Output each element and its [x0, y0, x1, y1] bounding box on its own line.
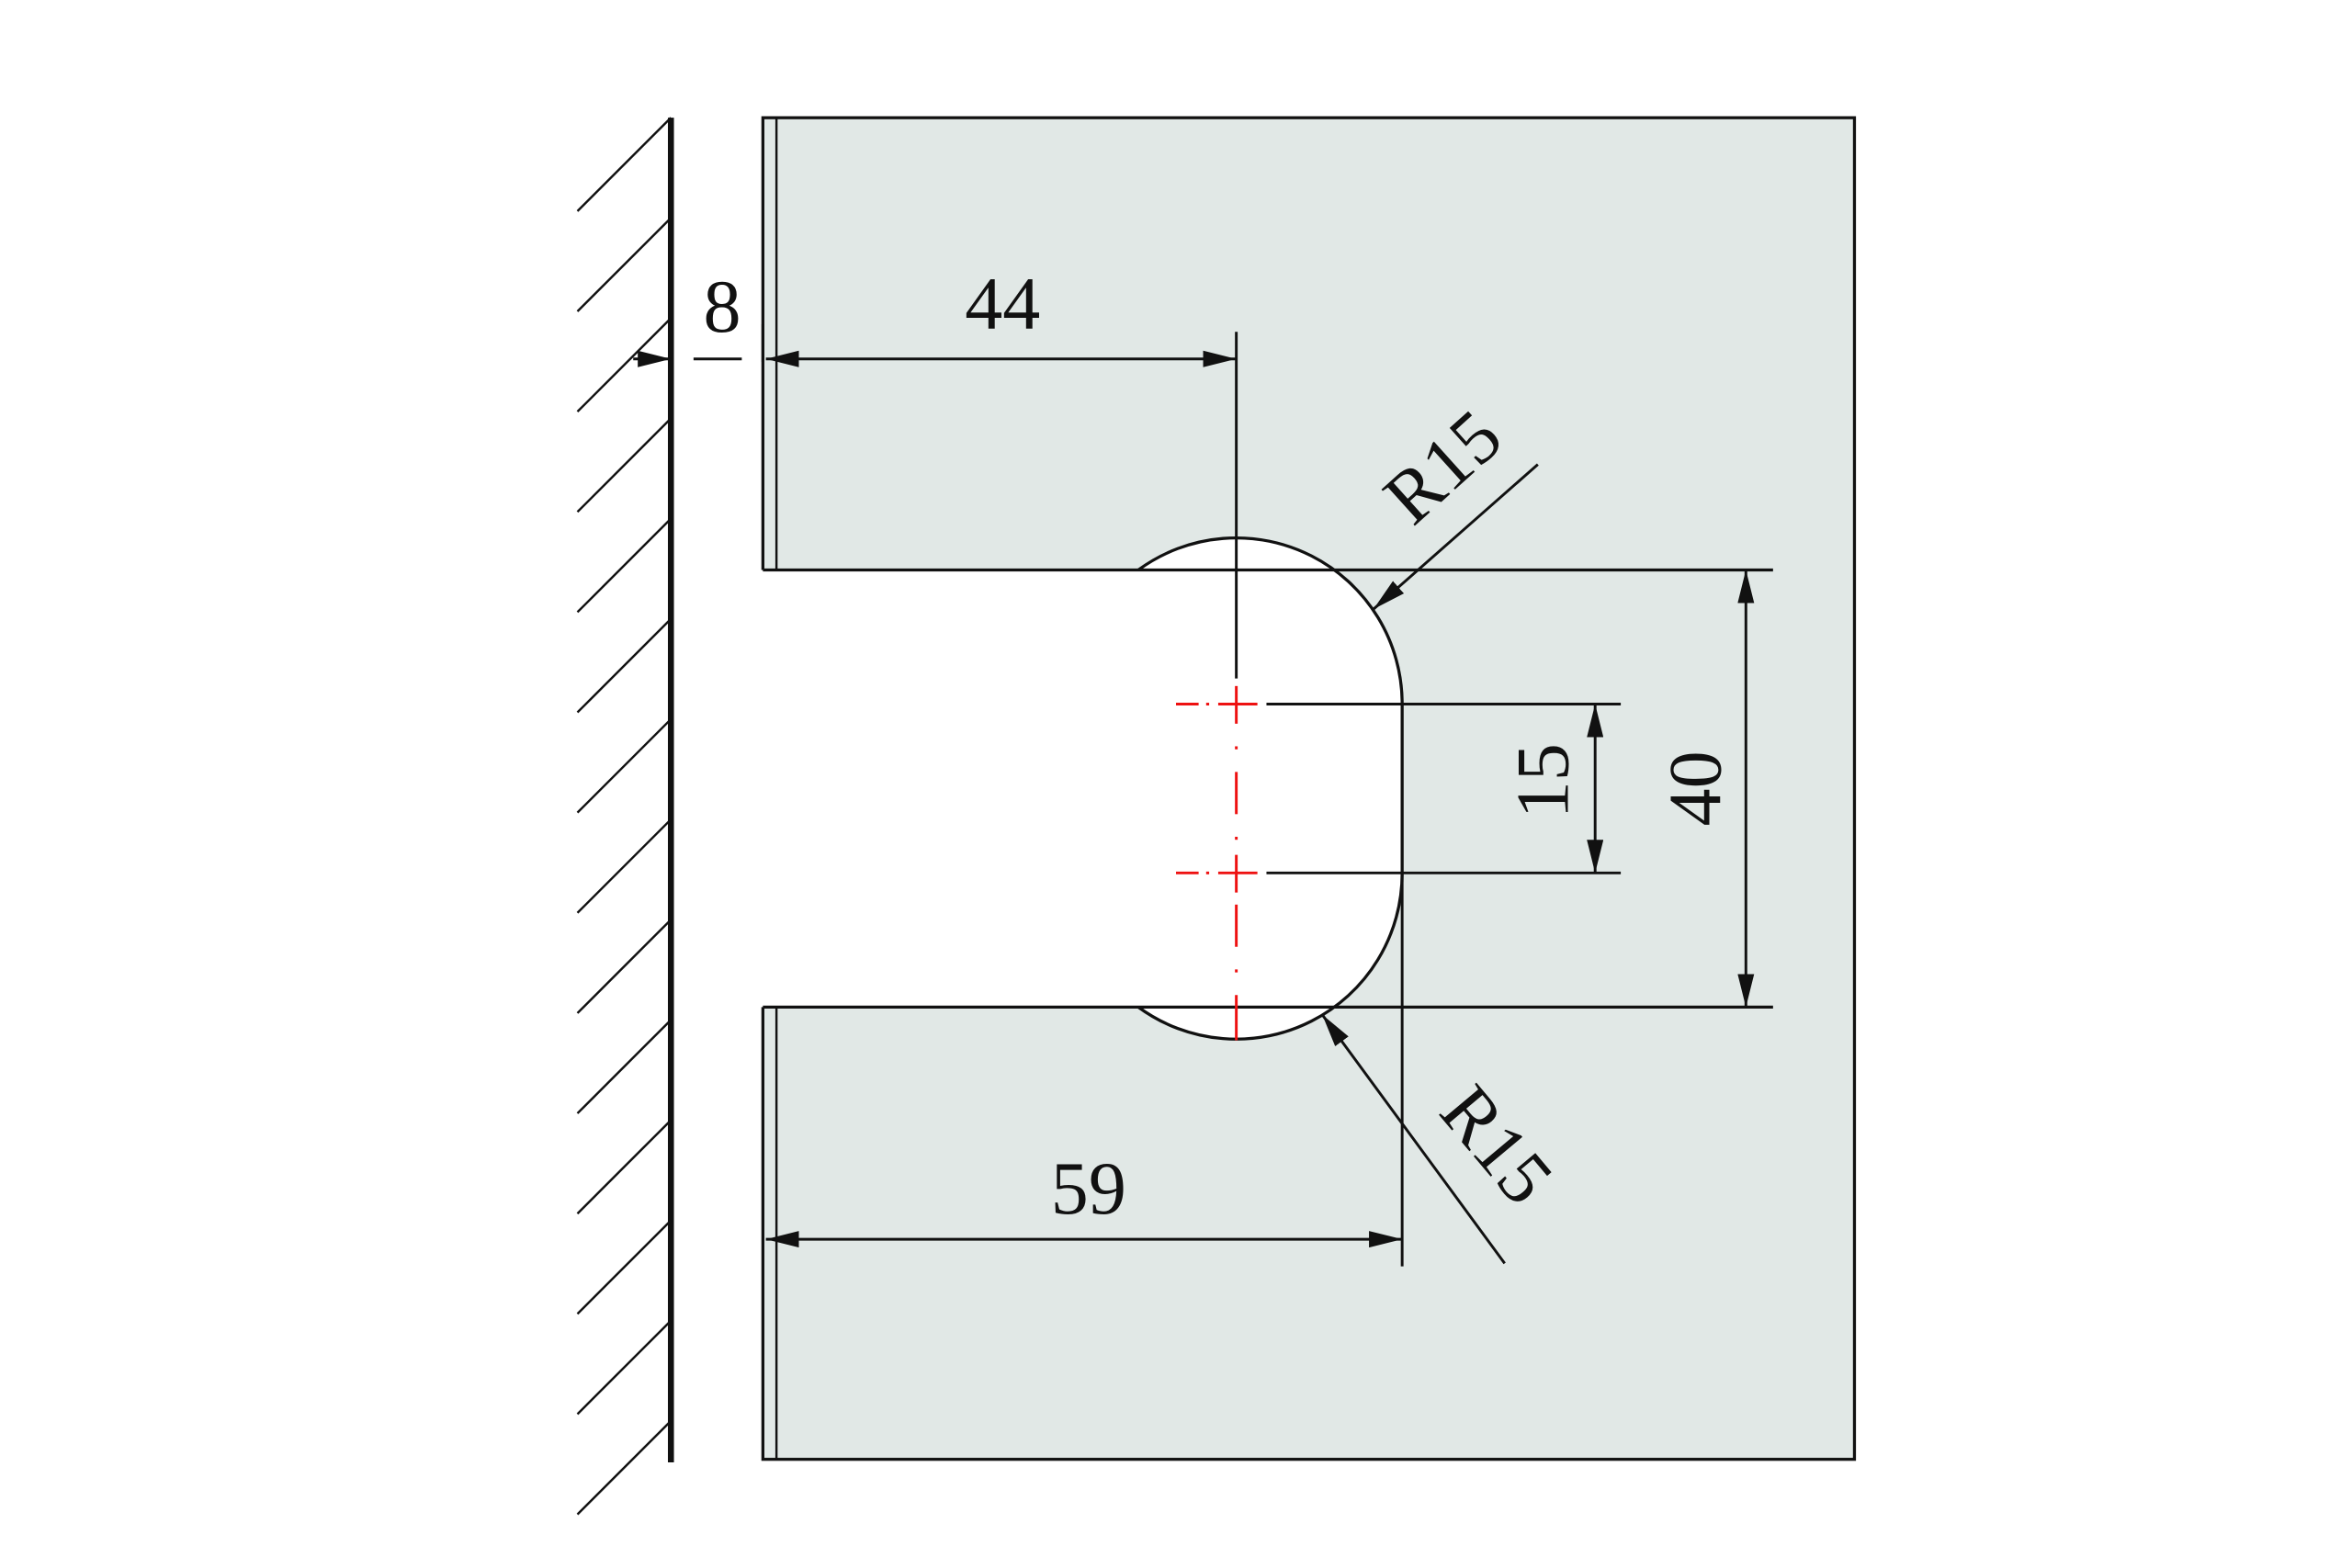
wall-hatch-line: [576, 919, 673, 1014]
wall-hatch-line: [576, 1219, 673, 1315]
wall-hatch-line: [576, 718, 673, 814]
dim-hole-spacing: 15: [1501, 743, 1585, 818]
wall: [576, 117, 674, 1516]
dim-slot-depth: 59: [1051, 1146, 1126, 1230]
centerlines: [1176, 685, 1258, 1041]
wall-hatch-line: [576, 818, 673, 914]
wall-hatch-line: [576, 1319, 673, 1416]
wall-hatch-line: [576, 517, 673, 614]
dim-hole-offset: 44: [965, 262, 1040, 345]
wall-hatch-line: [576, 617, 673, 714]
wall-hatch-line: [576, 217, 673, 312]
slot-cutout: [760, 537, 1403, 1040]
wall-hatch-line: [576, 117, 673, 212]
wall-hatch-line: [576, 417, 673, 513]
wall-hatch-line: [576, 1119, 673, 1215]
dim-wall-gap: 8: [704, 265, 741, 348]
dim-slot-width: 40: [1653, 750, 1736, 826]
wall-hatch-line: [576, 1419, 673, 1516]
wall-hatch-line: [576, 1019, 673, 1114]
wall-hatch-line: [576, 317, 673, 413]
dimension-lines: [633, 323, 1755, 1267]
